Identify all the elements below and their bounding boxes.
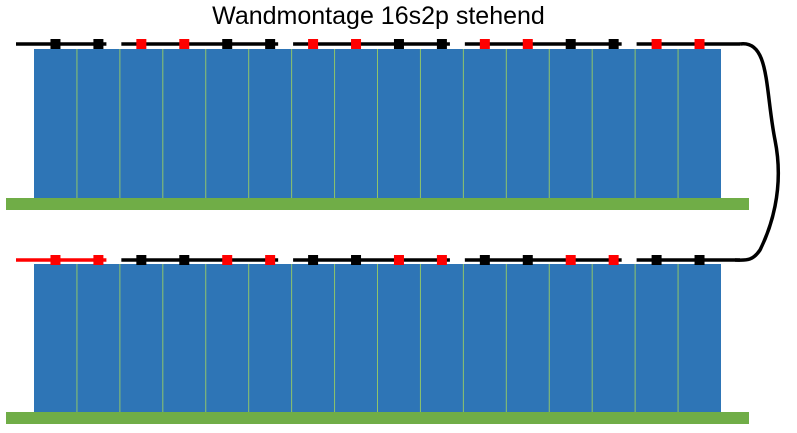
negative-terminal	[222, 39, 233, 49]
positive-terminal	[222, 255, 233, 265]
negative-terminal	[436, 39, 447, 49]
negative-terminal	[351, 255, 362, 265]
negative-terminal	[651, 255, 662, 265]
negative-terminal	[265, 39, 276, 49]
negative-terminal	[694, 255, 705, 265]
negative-terminal	[522, 255, 533, 265]
positive-terminal	[651, 39, 662, 49]
arrow-head	[98, 257, 106, 263]
positive-terminal	[694, 39, 705, 49]
positive-terminal	[265, 255, 276, 265]
negative-terminal	[565, 39, 576, 49]
negative-terminal	[50, 39, 61, 49]
negative-terminal	[308, 255, 319, 265]
positive-terminal	[179, 39, 190, 49]
positive-terminal	[308, 39, 319, 49]
negative-terminal	[179, 255, 190, 265]
negative-terminal	[93, 39, 104, 49]
positive-terminal	[608, 255, 619, 265]
positive-terminal	[50, 255, 61, 265]
negative-terminal	[393, 39, 404, 49]
positive-terminal	[565, 255, 576, 265]
diagram-title: Wandmontage 16s2p stehend	[212, 2, 545, 30]
positive-terminal	[351, 39, 362, 49]
negative-terminal	[479, 255, 490, 265]
positive-terminal	[479, 39, 490, 49]
positive-terminal	[522, 39, 533, 49]
negative-terminal	[136, 255, 147, 265]
positive-terminal	[436, 255, 447, 265]
negative-terminal	[608, 39, 619, 49]
positive-terminal	[393, 255, 404, 265]
mounting-rail	[6, 198, 749, 210]
mounting-rail	[6, 412, 749, 424]
interconnect-cable	[734, 42, 780, 262]
positive-terminal	[136, 39, 147, 49]
